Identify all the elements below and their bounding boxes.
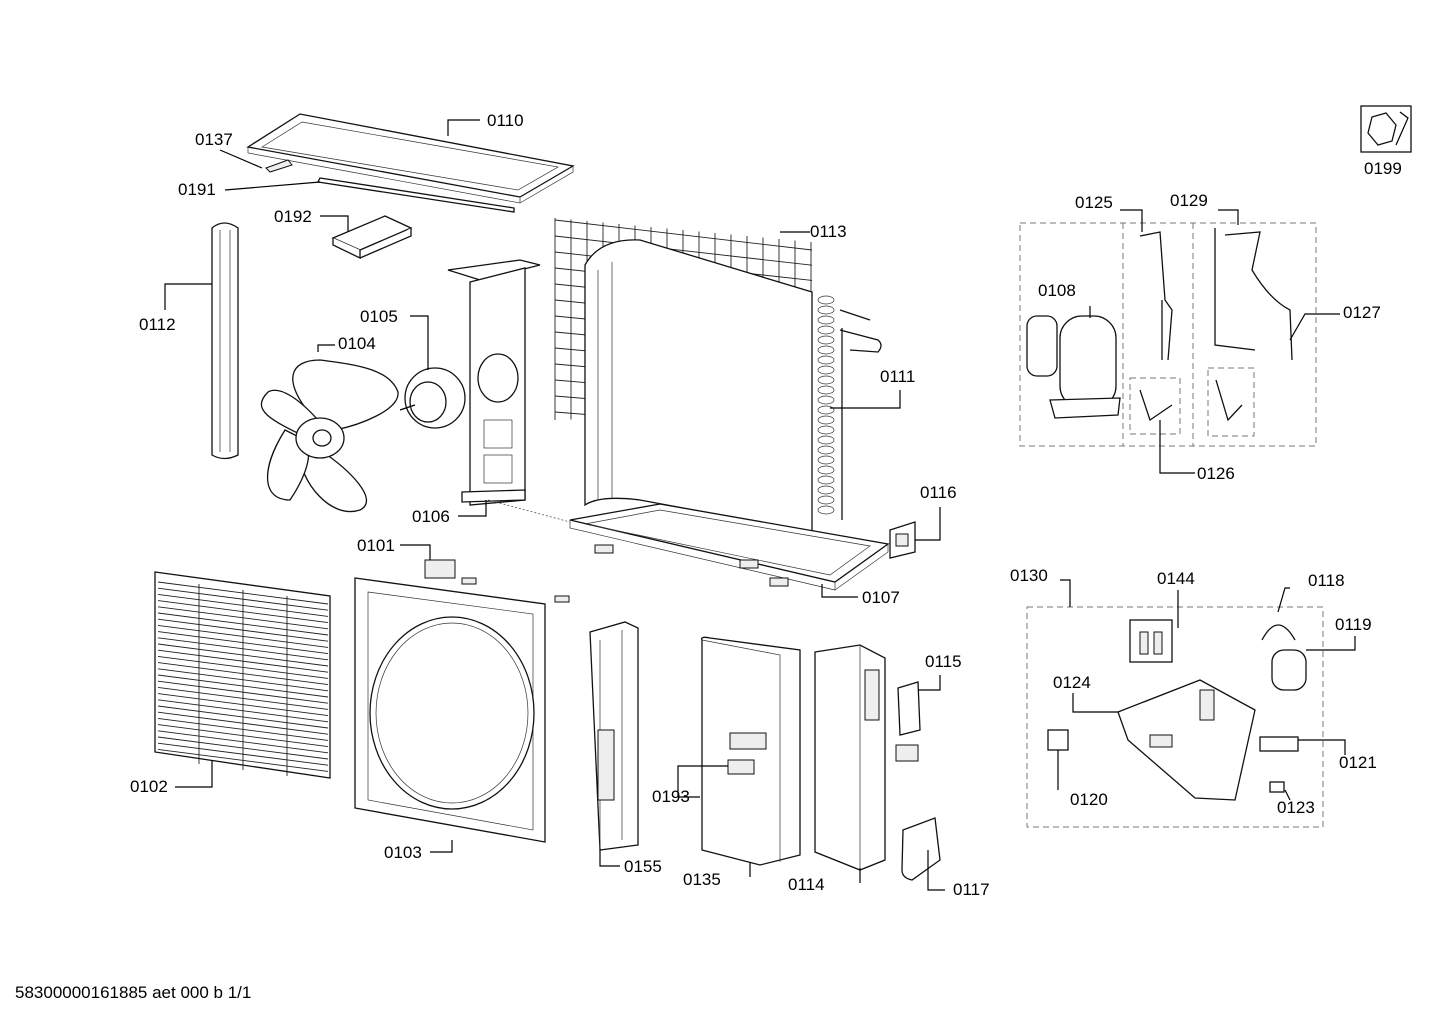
label-0191: 0191 bbox=[178, 180, 216, 199]
side-cover-part bbox=[814, 644, 886, 871]
relay-part bbox=[1047, 729, 1069, 751]
part-labels: 0110 0137 0191 0192 0112 0105 0104 0113 … bbox=[130, 111, 1402, 899]
side-panel-part bbox=[589, 621, 639, 851]
label-0125: 0125 bbox=[1075, 193, 1113, 212]
label-0106: 0106 bbox=[412, 507, 450, 526]
control-board-part bbox=[1117, 679, 1256, 801]
label-0137: 0137 bbox=[195, 130, 233, 149]
gasket-strip-part bbox=[317, 177, 515, 213]
leader-lines bbox=[164, 119, 1356, 891]
label-0116: 0116 bbox=[920, 483, 957, 502]
label-0124: 0124 bbox=[1053, 673, 1091, 692]
hex-nut-wrench-icon bbox=[1360, 105, 1412, 153]
label-0117: 0117 bbox=[953, 880, 990, 899]
compressor-part bbox=[1026, 315, 1121, 419]
label-0118: 0118 bbox=[1308, 571, 1345, 590]
refrigerant-group-box bbox=[1019, 222, 1317, 447]
capacitor-clamp-part bbox=[1261, 624, 1296, 641]
label-0113: 0113 bbox=[810, 222, 847, 241]
fan-blade-part bbox=[260, 359, 399, 513]
terminal-block-part bbox=[1259, 736, 1299, 752]
handle-part bbox=[895, 681, 921, 762]
label-0135: 0135 bbox=[683, 870, 721, 889]
label-0108: 0108 bbox=[1038, 281, 1076, 300]
fuse-part bbox=[1269, 781, 1285, 793]
label-0119: 0119 bbox=[1335, 615, 1372, 634]
label-0102: 0102 bbox=[130, 777, 168, 796]
document-id: 58300000161885 aet 000 b 1/1 bbox=[15, 983, 251, 1002]
label-0126: 0126 bbox=[1197, 464, 1235, 483]
electrical-group-box bbox=[1026, 606, 1324, 828]
base-pan-part bbox=[487, 499, 890, 591]
pipe-loop-part bbox=[1207, 228, 1293, 437]
front-grille-part bbox=[154, 571, 331, 779]
label-0155: 0155 bbox=[624, 857, 662, 876]
condenser-coil-part bbox=[584, 239, 882, 533]
label-0105: 0105 bbox=[360, 307, 398, 326]
label-0107: 0107 bbox=[862, 588, 900, 607]
small-pad-part bbox=[265, 159, 293, 173]
corner-post-part bbox=[211, 222, 239, 460]
label-0121: 0121 bbox=[1339, 753, 1377, 772]
label-0114: 0114 bbox=[788, 875, 825, 894]
label-0111: 0111 bbox=[880, 367, 915, 386]
valve-cover-part bbox=[901, 817, 941, 881]
fan-motor-part bbox=[399, 367, 466, 429]
label-0123: 0123 bbox=[1277, 798, 1315, 817]
contactor-part bbox=[1129, 619, 1173, 663]
service-panel-part bbox=[701, 636, 801, 866]
label-0112: 0112 bbox=[139, 315, 176, 334]
label-0127: 0127 bbox=[1343, 303, 1381, 322]
label-0101: 0101 bbox=[357, 536, 395, 555]
top-cover-part bbox=[246, 113, 575, 204]
capacitor-part bbox=[1271, 649, 1307, 691]
terminal-bracket-part bbox=[889, 521, 916, 559]
label-0129: 0129 bbox=[1170, 191, 1208, 210]
label-0192: 0192 bbox=[274, 207, 312, 226]
foam-block-part bbox=[331, 215, 413, 260]
front-panel-part bbox=[354, 559, 570, 843]
label-0199: 0199 bbox=[1364, 159, 1402, 178]
label-0130: 0130 bbox=[1010, 566, 1048, 585]
label-0115: 0115 bbox=[925, 652, 962, 671]
label-0144: 0144 bbox=[1157, 569, 1195, 588]
label-0120: 0120 bbox=[1070, 790, 1108, 809]
label-0193: 0193 bbox=[652, 787, 690, 806]
label-0110: 0110 bbox=[487, 111, 524, 130]
pipe-assembly-part bbox=[1129, 231, 1181, 435]
label-0104: 0104 bbox=[338, 334, 376, 353]
motor-bracket-part bbox=[447, 259, 541, 506]
label-0103: 0103 bbox=[384, 843, 422, 862]
